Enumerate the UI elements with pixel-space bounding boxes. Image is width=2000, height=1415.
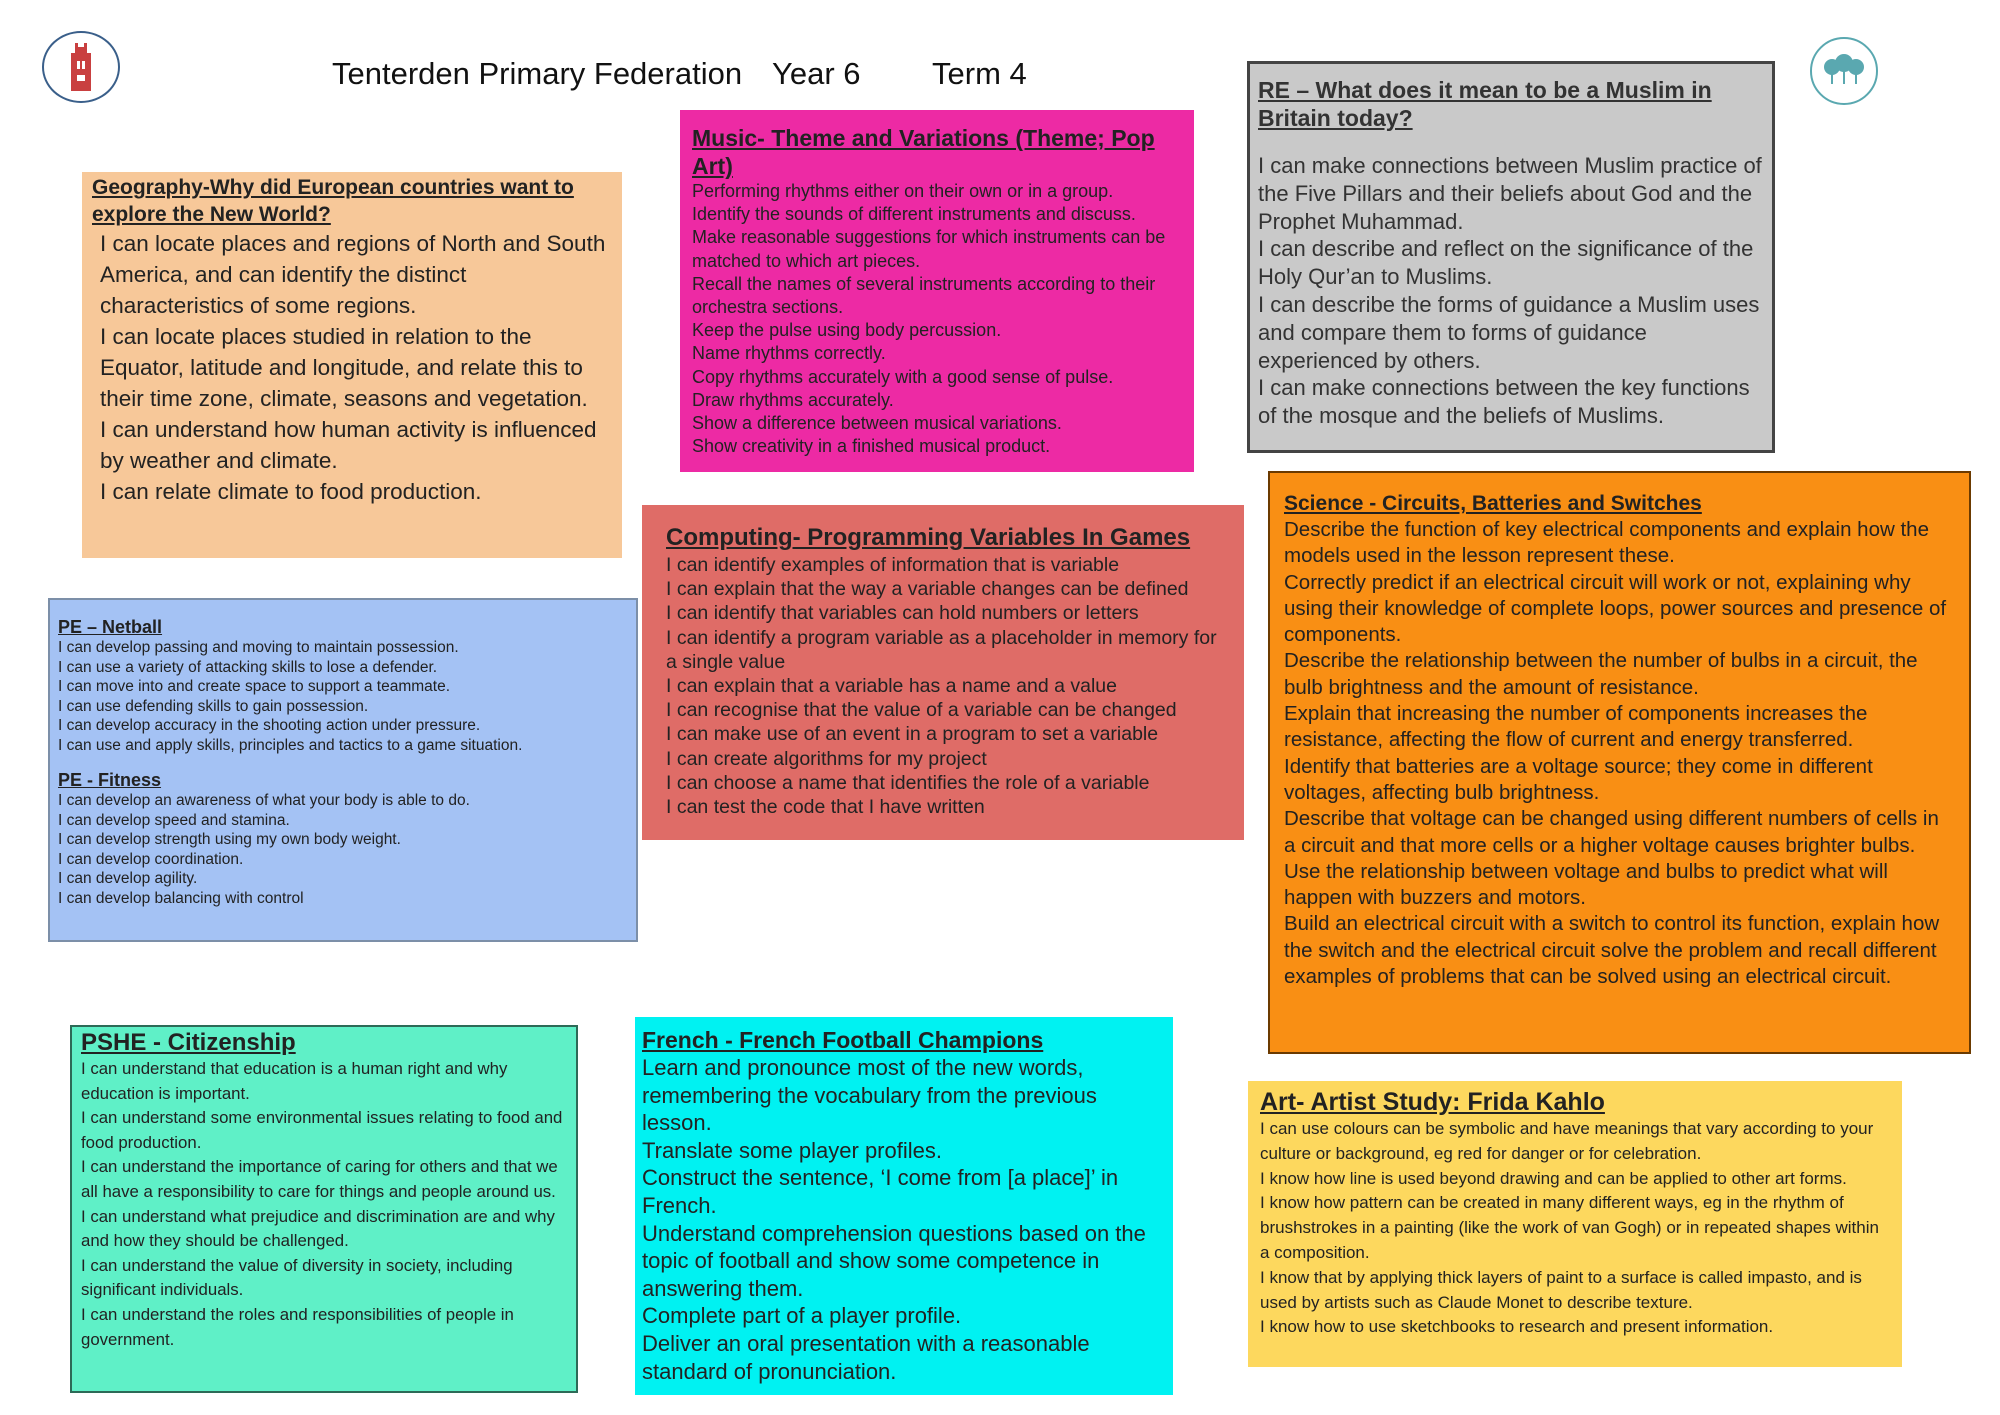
art-title: Art- Artist Study: Frida Kahlo — [1260, 1088, 1605, 1116]
computing-item: I can identify a program variable as a p… — [666, 626, 1217, 673]
computing-item: I can create algorithms for my project — [666, 747, 987, 770]
pe-fitness-item: I can develop strength using my own body… — [58, 831, 401, 848]
pshe-title: PSHE - Citizenship — [81, 1029, 296, 1056]
trees-logo — [1810, 37, 1878, 105]
pe-fitness-item: I can develop an awareness of what your … — [58, 792, 470, 809]
pe-netball-item: I can use a variety of attacking skills … — [58, 658, 438, 676]
pshe-item: I can understand some environmental issu… — [81, 1108, 563, 1152]
art-panel: Art- Artist Study: Frida Kahlo I can use… — [1248, 1081, 1902, 1367]
music-item: Draw rhythms accurately. — [692, 389, 894, 410]
trees-icon — [1824, 54, 1864, 84]
pshe-item: I can understand what prejudice and disc… — [81, 1206, 555, 1251]
science-item: Build an electrical circuit with a switc… — [1284, 912, 1940, 989]
term-label: Term 4 — [932, 56, 1027, 91]
pe-panel: PE – Netball I can develop passing and m… — [48, 598, 638, 942]
science-item: Describe the relationship between the nu… — [1284, 649, 1918, 699]
pe-netball-item: I can use defending skills to gain posse… — [58, 697, 369, 715]
pe-fitness-item: I can develop speed and stamina. — [58, 811, 290, 829]
french-item: Construct the sentence, ‘I come from [a … — [642, 1165, 1119, 1218]
science-item: Identify that batteries are a voltage so… — [1284, 754, 1873, 804]
music-item: Show creativity in a finished musical pr… — [692, 436, 1051, 457]
science-item: Explain that increasing the number of co… — [1284, 702, 1868, 752]
science-panel: Science - Circuits, Batteries and Switch… — [1268, 471, 1971, 1054]
computing-item: I can choose a name that identifies the … — [666, 771, 1150, 794]
computing-title: Computing- Programming Variables In Game… — [666, 524, 1191, 551]
pe-netball-item: I can move into and create space to supp… — [58, 678, 451, 695]
science-item: Correctly predict if an electrical circu… — [1284, 570, 1947, 647]
church-tower-icon — [71, 43, 91, 91]
science-item: Use the relationship between voltage and… — [1284, 859, 1888, 910]
music-item: Recall the names of several instruments … — [692, 273, 1156, 318]
art-item: I know how pattern can be created in man… — [1260, 1193, 1879, 1262]
french-panel: French - French Football Champions Learn… — [635, 1017, 1173, 1395]
computing-item: I can explain that the way a variable ch… — [666, 578, 1189, 601]
pshe-panel: PSHE - Citizenship I can understand that… — [70, 1025, 578, 1393]
computing-item: I can make use of an event in a program … — [666, 723, 1159, 746]
pe-netball-item: I can develop passing and moving to main… — [58, 639, 459, 656]
geography-item: I can relate climate to food production. — [100, 479, 482, 504]
geography-title: Geography-Why did European countries wan… — [92, 176, 574, 226]
geography-item: I can understand how human activity is i… — [100, 417, 597, 473]
french-item: Translate some player profiles. — [642, 1137, 942, 1163]
science-title: Science - Circuits, Batteries and Switch… — [1284, 492, 1702, 515]
geography-panel: Geography-Why did European countries wan… — [82, 172, 622, 558]
church-tower-logo — [42, 31, 120, 103]
music-item: Copy rhythms accurately with a good sens… — [692, 366, 1114, 387]
art-item: I know how line is used beyond drawing a… — [1260, 1168, 1847, 1188]
pshe-item: I can understand that education is a hum… — [81, 1059, 508, 1103]
music-item: Keep the pulse using body percussion. — [692, 320, 1002, 341]
french-item: Learn and pronounce most of the new word… — [642, 1055, 1097, 1136]
french-item: Deliver an oral presentation with a reas… — [642, 1330, 1090, 1384]
pe-netball-item: I can develop accuracy in the shooting a… — [58, 717, 481, 734]
pshe-item: I can understand the roles and responsib… — [81, 1304, 514, 1349]
pe-fitness-item: I can develop agility. — [58, 870, 198, 887]
pe-fitness-title: PE - Fitness — [58, 770, 162, 790]
pe-fitness-item: I can develop coordination. — [58, 850, 244, 868]
art-item: I can use colours can be symbolic and ha… — [1260, 1119, 1874, 1163]
geography-item: I can locate places and regions of North… — [100, 231, 606, 318]
pshe-item: I can understand the value of diversity … — [81, 1255, 513, 1300]
computing-item: I can identify examples of information t… — [666, 554, 1120, 576]
re-panel: RE – What does it mean to be a Muslim in… — [1247, 61, 1775, 453]
music-item: Performing rhythms either on their own o… — [692, 181, 1114, 201]
pshe-item: I can understand the importance of carin… — [81, 1157, 558, 1201]
science-item: Describe that voltage can be changed usi… — [1284, 807, 1939, 857]
re-item: I can make connections between the key f… — [1258, 375, 1750, 429]
music-title: Music- Theme and Variations (Theme; Pop … — [692, 125, 1155, 179]
geography-item: I can locate places studied in relation … — [100, 324, 588, 411]
music-panel: Music- Theme and Variations (Theme; Pop … — [680, 110, 1194, 472]
re-item: I can describe and reflect on the signif… — [1258, 236, 1754, 290]
computing-item: I can test the code that I have written — [666, 796, 985, 819]
science-item: Describe the function of key electrical … — [1284, 518, 1929, 568]
re-item: I can describe the forms of guidance a M… — [1258, 291, 1760, 373]
re-item: I can make connections between Muslim pr… — [1258, 153, 1762, 234]
french-title: French - French Football Champions — [642, 1027, 1044, 1053]
pe-netball-title: PE – Netball — [58, 617, 163, 637]
art-item: I know how to use sketchbooks to researc… — [1260, 1317, 1774, 1337]
french-item: Complete part of a player profile. — [642, 1303, 962, 1329]
school-name: Tenterden Primary Federation — [332, 56, 743, 91]
music-item: Name rhythms correctly. — [692, 343, 886, 364]
pe-fitness-item: I can develop balancing with control — [58, 889, 304, 907]
computing-panel: Computing- Programming Variables In Game… — [642, 505, 1244, 840]
french-item: Understand comprehension questions based… — [642, 1220, 1146, 1301]
music-item: Show a difference between musical variat… — [692, 413, 1062, 434]
computing-item: I can explain that a variable has a name… — [666, 675, 1117, 698]
year-label: Year 6 — [772, 56, 861, 91]
music-item: Identify the sounds of different instrum… — [692, 204, 1136, 225]
art-item: I know that by applying thick layers of … — [1260, 1267, 1862, 1312]
music-item: Make reasonable suggestions for which in… — [692, 227, 1166, 271]
re-title: RE – What does it mean to be a Muslim in… — [1258, 77, 1712, 131]
pe-netball-item: I can use and apply skills, principles a… — [58, 736, 523, 754]
computing-item: I can identify that variables can hold n… — [666, 602, 1139, 625]
computing-item: I can recognise that the value of a vari… — [666, 699, 1177, 722]
